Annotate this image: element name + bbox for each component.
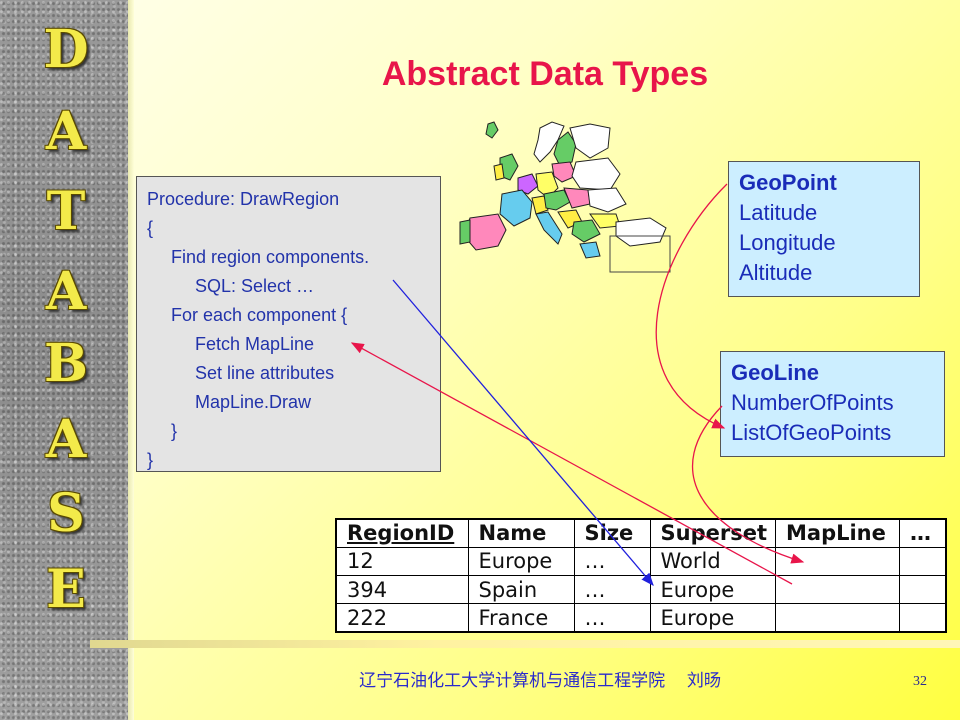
- table-cell: [899, 603, 947, 633]
- sidebar-letter-d: D: [43, 19, 89, 80]
- sidebar-letter-e: E: [46, 559, 86, 620]
- slide-title: Abstract Data Types: [381, 55, 709, 93]
- table-cell: Europe: [649, 574, 776, 605]
- page-number: 32: [913, 674, 927, 689]
- geoline-box: GeoLine NumberOfPoints ListOfGeoPoints: [720, 351, 945, 457]
- procedure-line-draw: MapLine.Draw: [195, 392, 312, 412]
- geopoint-box: GeoPoint Latitude Longitude Altitude: [728, 161, 920, 297]
- procedure-line-sql: SQL: Select …: [195, 276, 315, 296]
- procedure-line-close-inner: }: [171, 421, 178, 441]
- sidebar-texture: [0, 0, 128, 720]
- table-header-row: RegionID Name Size Superset MapLine …: [335, 518, 947, 548]
- table-header-mapline: MapLine: [775, 518, 900, 548]
- table-cell: Europe: [467, 546, 575, 577]
- table-cell: [775, 546, 900, 577]
- table-row: 222 France … Europe: [335, 603, 947, 633]
- geoline-title: GeoLine: [731, 360, 820, 385]
- geopoint-title: GeoPoint: [739, 170, 837, 195]
- table-cell: France: [467, 603, 575, 633]
- table-cell: Europe: [649, 603, 776, 633]
- table-cell: 12: [335, 546, 469, 577]
- sidebar-divider: [128, 0, 134, 720]
- table-cell: [899, 574, 947, 605]
- table-row: 12 Europe … World: [335, 546, 947, 577]
- table-header-superset: Superset: [649, 518, 776, 548]
- table-header-name: Name: [467, 518, 575, 548]
- footer-divider: [90, 640, 960, 648]
- procedure-line-fetch: Fetch MapLine: [195, 334, 315, 354]
- procedure-line-open-brace: {: [147, 218, 154, 238]
- table-cell: 394: [335, 574, 469, 605]
- geopoint-attr-latitude: Latitude: [739, 200, 818, 225]
- table-cell: …: [573, 603, 651, 633]
- table-header-size: Size: [573, 518, 651, 548]
- table-cell: World: [649, 546, 776, 577]
- sidebar-letter-a3: A: [45, 409, 87, 470]
- geopoint-attr-longitude: Longitude: [739, 230, 836, 255]
- table-cell: 222: [335, 603, 469, 633]
- region-table: RegionID Name Size Superset MapLine … 12…: [335, 518, 947, 633]
- table-header-more: …: [899, 518, 947, 548]
- sidebar-letter-a2: A: [45, 261, 87, 322]
- procedure-box: Procedure: DrawRegion { Find region comp…: [136, 176, 441, 472]
- procedure-line-foreach: For each component {: [171, 305, 348, 325]
- table-row: 394 Spain … Europe: [335, 574, 947, 605]
- sidebar-letter-s: S: [47, 483, 85, 544]
- europe-map-icon: [459, 121, 671, 273]
- procedure-line-header: Procedure: DrawRegion: [147, 189, 340, 209]
- geoline-attr-numberofpoints: NumberOfPoints: [731, 390, 894, 415]
- geopoint-attr-altitude: Altitude: [739, 260, 813, 285]
- table-cell: Spain: [467, 574, 575, 605]
- sidebar-letter-t: T: [46, 181, 86, 242]
- table-cell: …: [573, 574, 651, 605]
- geoline-attr-listofgeopoints: ListOfGeoPoints: [731, 420, 892, 445]
- sidebar-letter-b: B: [44, 333, 88, 394]
- table-cell: [775, 603, 900, 633]
- table-cell: [775, 574, 900, 605]
- sidebar-letter-a1: A: [45, 101, 87, 162]
- procedure-line-find: Find region components.: [171, 247, 370, 267]
- table-cell: [899, 546, 947, 577]
- procedure-line-set: Set line attributes: [195, 363, 335, 383]
- procedure-line-close: }: [147, 450, 154, 470]
- table-header-regionid: RegionID: [335, 518, 469, 548]
- footer-institution: 辽宁石油化工大学计算机与通信工程学院 刘旸: [359, 671, 721, 690]
- table-cell: …: [573, 546, 651, 577]
